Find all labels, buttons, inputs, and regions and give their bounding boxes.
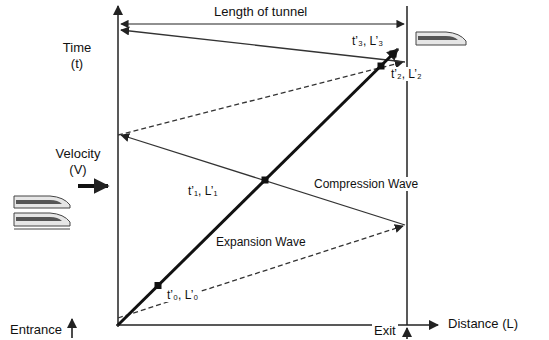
velocity-arrow (78, 184, 108, 188)
exit-line (406, 6, 408, 325)
point-label: t’₁, L’₁ (186, 184, 219, 198)
point-marker (155, 282, 162, 289)
entrance-pointer (71, 319, 73, 338)
point-marker (390, 51, 397, 58)
wave-line (121, 30, 405, 62)
point-label: t’₂, L’₂ (389, 67, 424, 81)
position-label: Exit (372, 323, 398, 339)
wave-line (118, 62, 403, 135)
length-dimension (121, 23, 404, 24)
train-icon (14, 213, 70, 229)
wave-line (118, 226, 403, 318)
wave-label: Compression Wave (312, 177, 420, 191)
point-marker (262, 177, 269, 184)
position-label: Entrance (8, 322, 64, 338)
axis-label: Distance (L) (446, 316, 520, 332)
axis-label: Velocity (V) (46, 146, 110, 177)
point-marker (378, 63, 385, 70)
wave-label: Expansion Wave (214, 235, 308, 249)
point-label: t’₃, L’₃ (350, 34, 385, 48)
train-icon (416, 32, 466, 45)
axis-label: Time (t) (55, 40, 99, 71)
point-label: t’₀, L’₀ (165, 288, 200, 302)
train-icon (14, 196, 70, 208)
dimension-label: Length of tunnel (212, 4, 309, 20)
time-axis (117, 6, 119, 327)
exit-pointer (406, 328, 408, 339)
